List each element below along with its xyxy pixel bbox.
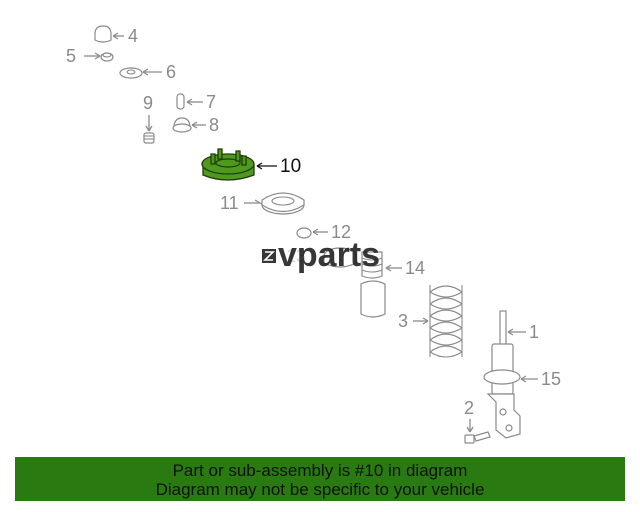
part-7[interactable]: 7 — [176, 92, 216, 112]
callout-2: 2 — [464, 398, 474, 418]
callout-8: 8 — [209, 115, 219, 135]
callout-1: 1 — [529, 322, 539, 342]
callout-15: 15 — [541, 369, 561, 389]
part-5[interactable]: 5 — [66, 46, 114, 66]
callout-6: 6 — [166, 62, 176, 82]
callout-5: 5 — [66, 46, 76, 66]
banner-line-1: Part or sub-assembly is #10 in diagram — [172, 461, 468, 480]
strut-knuckle-bracket — [486, 393, 521, 439]
part-6[interactable]: 6 — [119, 62, 176, 82]
part-3-coil-spring[interactable]: 3 — [398, 285, 463, 358]
callout-10: 10 — [280, 156, 301, 177]
part-9[interactable]: 9 — [143, 93, 155, 144]
callout-7: 7 — [206, 92, 216, 112]
part-14[interactable]: 14 — [360, 251, 425, 318]
part-12[interactable]: 12 — [296, 222, 351, 242]
watermark-text: vparts — [278, 236, 380, 274]
banner-line-2: Diagram may not be specific to your vehi… — [155, 480, 485, 499]
part-2-bolt[interactable]: 2 — [464, 398, 491, 444]
watermark: vparts — [262, 236, 380, 274]
part-13[interactable]: 13 — [286, 246, 357, 268]
part-15[interactable]: 15 — [483, 369, 561, 389]
callout-13: 13 — [286, 246, 306, 266]
part-4[interactable]: 4 — [94, 25, 138, 46]
callout-9: 9 — [143, 93, 153, 113]
part-8[interactable]: 8 — [172, 115, 219, 135]
callout-12: 12 — [331, 222, 351, 242]
part-10-strut-mount[interactable]: 10 — [201, 148, 301, 181]
callout-4: 4 — [128, 26, 138, 46]
callout-11: 11 — [220, 193, 239, 213]
callout-3: 3 — [398, 311, 408, 331]
part-11[interactable]: 11 — [220, 192, 305, 215]
fitment-banner: Part or sub-assembly is #10 in diagram D… — [15, 457, 625, 501]
callout-14: 14 — [405, 258, 425, 278]
